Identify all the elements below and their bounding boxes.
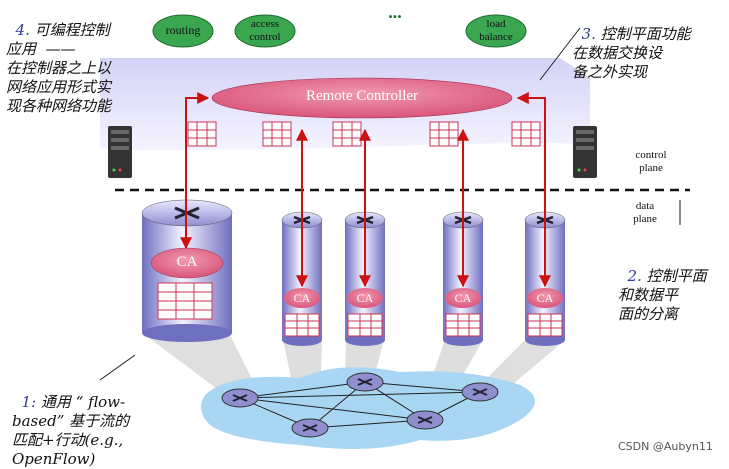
note-2-number: 2.: [627, 267, 642, 285]
ca-label-2: CA: [356, 291, 374, 305]
app-access-control: access control: [249, 18, 281, 43]
ca-label-1: CA: [293, 291, 311, 305]
app-ellipsis: ...: [388, 2, 402, 22]
big-flow-table: [157, 282, 213, 320]
callout-lines: [99, 27, 681, 381]
network-routers: [221, 372, 499, 438]
note-4-number: 4.: [15, 21, 30, 39]
network-pool: [201, 367, 535, 449]
big-ca-label: CA: [176, 254, 198, 270]
remote-controller-label: Remote Controller: [305, 88, 419, 104]
watermark: CSDN @Aubyn11: [618, 440, 713, 453]
note-4: 4. 可编程控制 应用 —— 在控制器之上以 网络应用形式实 现各种网络功能: [6, 2, 111, 116]
ca-label-4: CA: [536, 291, 554, 305]
app-ellipses: [152, 14, 527, 48]
note-3-text: 控制平面功能 在数据交换设 备之外实现: [572, 25, 691, 81]
remote-controller: [211, 77, 513, 119]
note-4-text: 可编程控制 应用 —— 在控制器之上以 网络应用形式实 现各种网络功能: [6, 21, 112, 115]
control-plane-label: control plane: [635, 149, 667, 174]
control-arrows: [180, 92, 551, 288]
note-1: 1: 通用 “ flow- based” 基于流的 匹配+行动(e.g., Op…: [12, 374, 129, 469]
server-right-icon: [573, 126, 597, 178]
note-1-number: 1:: [21, 393, 37, 411]
app-load-balance: load balance: [479, 18, 513, 43]
big-switch: [141, 199, 233, 342]
server-left-icon: [108, 126, 132, 178]
note-2-text: 控制平面 和数据平 面的分离: [618, 267, 707, 323]
ca-label-3: CA: [454, 291, 472, 305]
data-plane-label: data plane: [633, 200, 657, 225]
small-switches: [281, 211, 566, 346]
note-3-number: 3.: [581, 25, 596, 43]
note-3: 3. 控制平面功能 在数据交换设 备之外实现: [572, 6, 691, 82]
app-routing: routing: [165, 23, 201, 37]
note-2: 2. 控制平面 和数据平 面的分离: [618, 248, 707, 324]
